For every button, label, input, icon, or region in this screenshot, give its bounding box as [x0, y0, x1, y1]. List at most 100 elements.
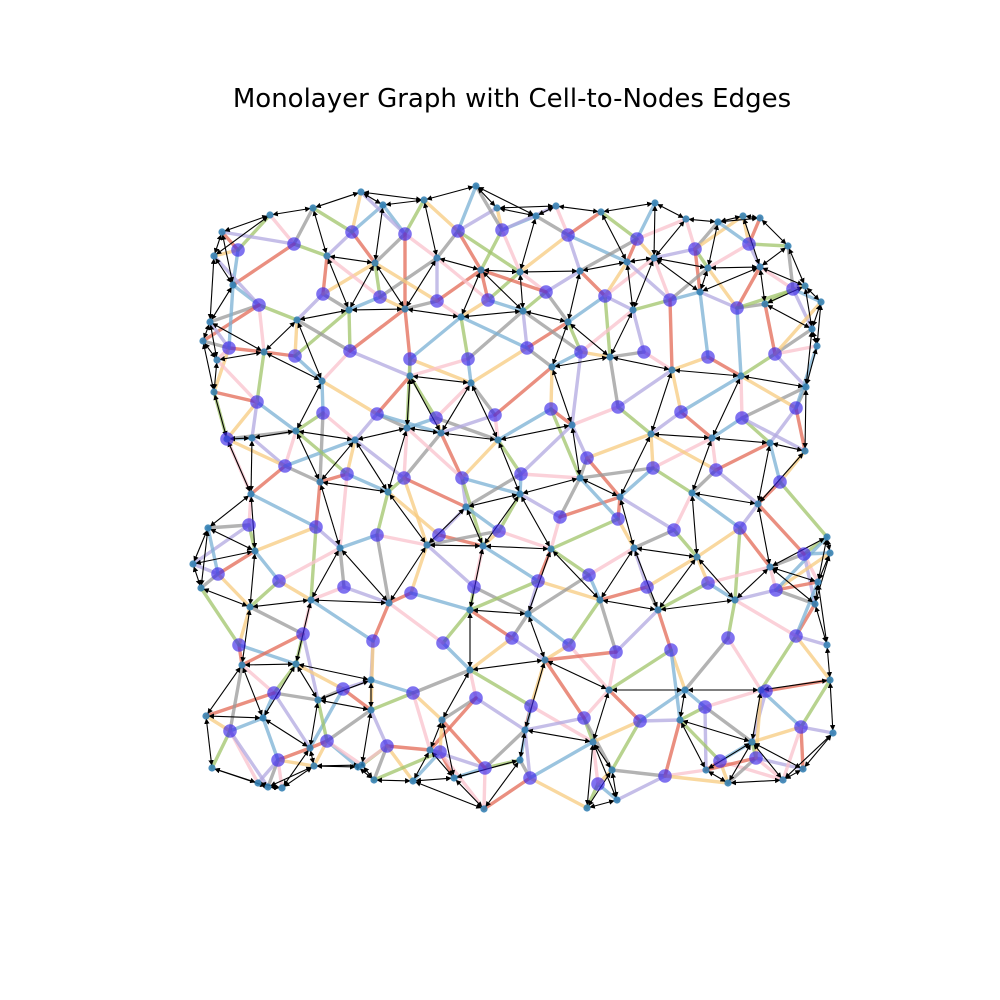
vertex-node: [357, 188, 365, 196]
directed-edge: [785, 769, 801, 780]
cell-edge: [411, 691, 432, 752]
directed-edge: [359, 768, 373, 779]
cell-edge: [474, 696, 527, 732]
cell-node: [630, 232, 644, 246]
vertex-node: [462, 503, 470, 511]
cell-node: [288, 349, 302, 363]
cell-edge: [669, 648, 682, 722]
chart-title: Monolayer Graph with Cell-to-Nodes Edges: [232, 84, 792, 114]
directed-edge: [517, 274, 526, 309]
vertex-node: [547, 545, 555, 553]
cell-edge: [459, 315, 470, 361]
directed-edge: [319, 484, 341, 546]
directed-edge: [483, 267, 518, 275]
cell-edge: [199, 586, 241, 647]
directed-edge: [594, 744, 611, 768]
directed-edge: [730, 777, 781, 786]
cell-node: [432, 528, 446, 542]
directed-edge: [601, 550, 633, 598]
cell-edge: [347, 308, 352, 353]
cell-node: [749, 751, 763, 765]
vertex-node: [761, 300, 769, 308]
cell-node: [577, 711, 591, 725]
vertex-node: [246, 603, 254, 611]
cell-node: [366, 634, 380, 648]
directed-edge: [240, 609, 252, 663]
cell-node: [320, 734, 334, 748]
cell-node: [488, 408, 502, 422]
cell-edge: [703, 705, 754, 744]
vertex-node: [293, 316, 301, 324]
directed-edge: [213, 234, 223, 254]
vertex-node: [384, 488, 392, 496]
directed-edge: [210, 528, 253, 551]
vertex-node: [403, 424, 411, 432]
cell-edge: [408, 315, 463, 361]
directed-edge: [825, 539, 832, 551]
vertex-node: [704, 264, 712, 272]
directed-edge: [442, 672, 470, 718]
cell-node: [609, 645, 623, 659]
directed-edge: [634, 550, 658, 608]
cell-node: [370, 528, 384, 542]
directed-edge: [385, 198, 422, 207]
cell-node: [398, 227, 412, 241]
cell-node: [433, 745, 447, 759]
vertex-node: [379, 201, 387, 209]
cell-node: [467, 580, 481, 594]
vertex-node: [564, 318, 572, 326]
cell-node: [773, 475, 787, 489]
cell-edge: [402, 476, 468, 509]
vertex-node: [494, 436, 502, 444]
vertex-node: [583, 804, 591, 812]
directed-edge: [758, 269, 767, 302]
cell-node: [514, 467, 528, 481]
vertex-node: [309, 204, 317, 212]
cell-edge: [375, 374, 412, 416]
directed-edge: [316, 762, 360, 769]
directed-edge: [322, 480, 386, 494]
vertex-node: [754, 500, 762, 508]
directed-edge: [195, 549, 253, 566]
cell-edge: [695, 526, 742, 559]
cell-edge: [663, 774, 730, 785]
directed-edge: [657, 203, 684, 219]
cell-node: [735, 411, 749, 425]
cell-node: [429, 411, 443, 425]
cell-edge: [759, 634, 798, 692]
directed-edge: [811, 331, 818, 344]
cell-node: [759, 684, 773, 698]
cell-edge: [733, 526, 742, 602]
cell-edge: [656, 581, 710, 612]
cell-edge: [482, 776, 532, 811]
cell-edge: [496, 407, 553, 442]
vertex-node: [606, 353, 614, 361]
directed-edge: [619, 499, 635, 546]
vertex-node: [748, 738, 756, 746]
directed-edge: [463, 309, 521, 319]
cell-node: [664, 643, 678, 657]
cell-edge: [227, 283, 235, 350]
vertex-node: [218, 228, 226, 236]
directed-edge: [680, 722, 706, 768]
cell-edge: [740, 385, 808, 420]
cell-edge: [672, 491, 694, 532]
cell-node: [539, 285, 553, 299]
cell-node: [701, 576, 715, 590]
cell-edge: [528, 740, 595, 780]
directed-edge: [203, 588, 248, 607]
directed-edge: [692, 440, 712, 491]
cell-edge: [607, 688, 642, 723]
cell-node: [520, 341, 534, 355]
vertex-node: [318, 377, 326, 385]
cell-edge: [603, 294, 612, 359]
vertex-node: [197, 584, 205, 592]
vertex-node: [292, 427, 300, 435]
cell-node: [222, 341, 236, 355]
directed-edge: [702, 267, 758, 292]
directed-edge: [208, 713, 261, 721]
directed-edge: [655, 259, 699, 291]
directed-edge: [745, 214, 758, 220]
cell-node: [271, 753, 285, 767]
directed-edge: [313, 597, 387, 606]
